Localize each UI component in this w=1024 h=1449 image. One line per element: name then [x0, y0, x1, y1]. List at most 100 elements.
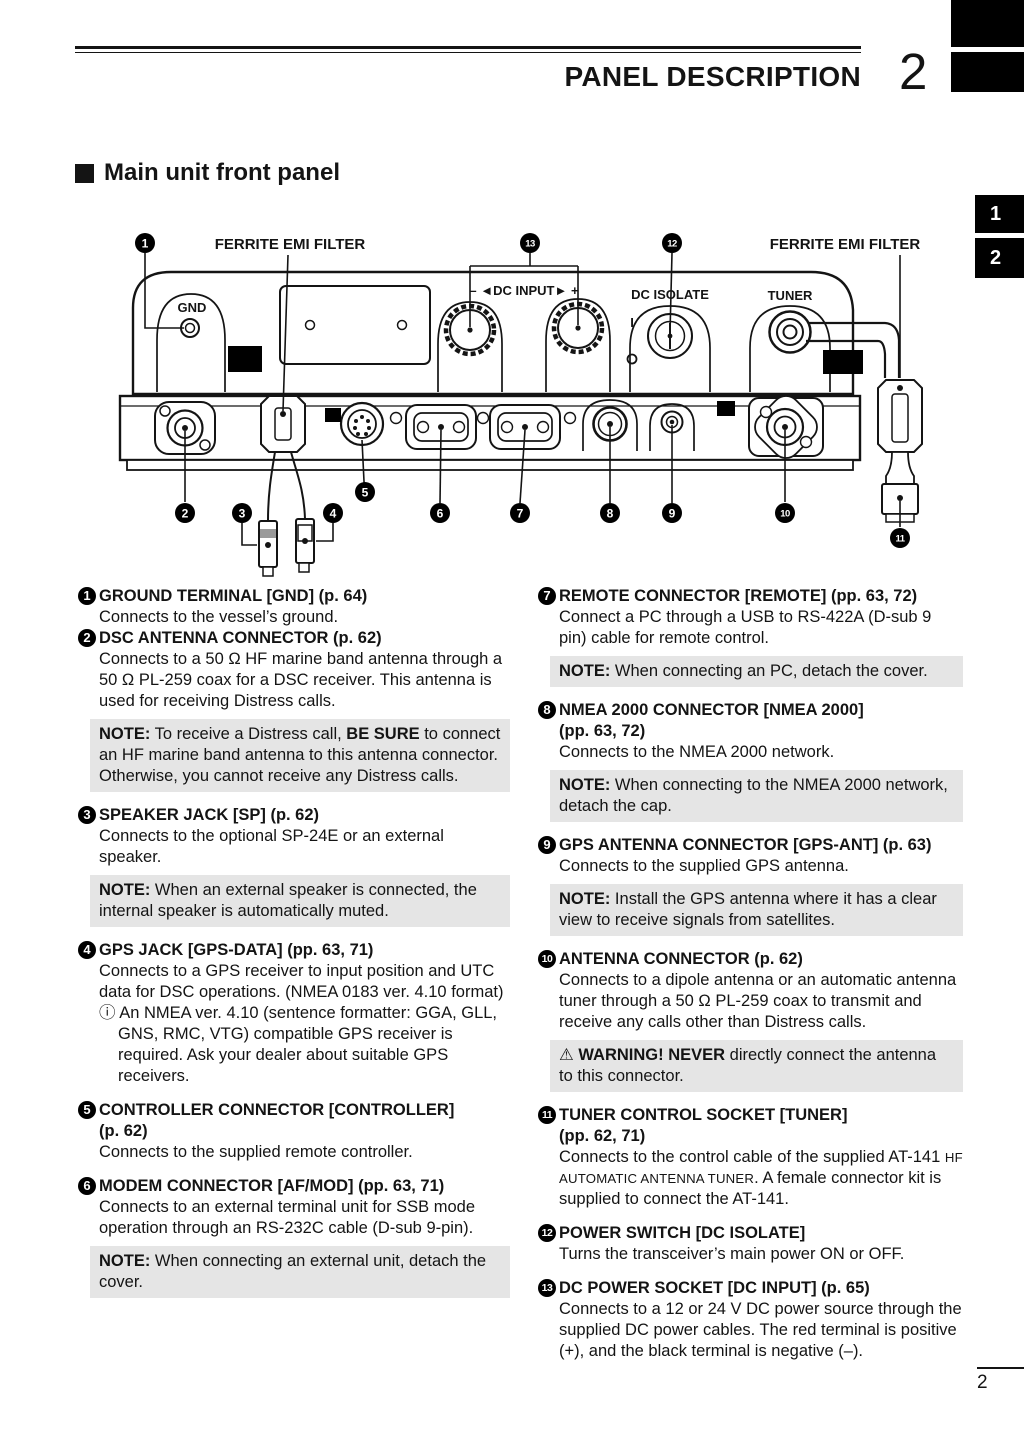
item-title: CONTROLLER CONNECTOR [CONTROLLER]: [99, 1101, 455, 1119]
info-icon: ⓘ: [99, 1004, 116, 1022]
ferrite-filter-right: [877, 379, 923, 453]
item-title: GROUND TERMINAL [GND] (p. 64): [99, 587, 368, 605]
leader-lines: [144, 252, 901, 546]
cable-clamp-left: [228, 346, 262, 372]
tuner-cable: [808, 321, 901, 378]
corner-block-top: [951, 0, 1024, 47]
item-title: REMOTE CONNECTOR [REMOTE] (pp. 63, 72): [559, 587, 918, 605]
item-number: 4: [78, 941, 96, 959]
item-number: 11: [538, 1106, 556, 1124]
item-title: DSC ANTENNA CONNECTOR (p. 62): [99, 629, 382, 647]
corner-block-bottom: [951, 52, 1024, 92]
diagram-callouts: 1 13 12 2 3 4 5 6 7 8 9 10 11: [135, 233, 910, 548]
item-body: Connects to the supplied remote controll…: [99, 1143, 413, 1161]
section-heading: Main unit front panel: [75, 159, 340, 187]
item-title: SPEAKER JACK [SP] (p. 62): [99, 806, 320, 824]
item-title: GPS ANTENNA CONNECTOR [GPS-ANT] (p. 63): [559, 836, 932, 854]
item-title-2: (pp. 62, 71): [559, 1127, 646, 1145]
item-number: 12: [538, 1224, 556, 1242]
note-box: NOTE: To receive a Distress call, BE SUR…: [90, 719, 510, 792]
item-body: Connects to a 50 Ω HF marine band antenn…: [99, 650, 503, 710]
item-number: 1: [78, 587, 96, 605]
gnd-label: GND: [178, 300, 207, 315]
item-number: 9: [538, 836, 556, 854]
item-number: 5: [78, 1101, 96, 1119]
tuner-socket: [768, 310, 812, 354]
item-number: 6: [78, 1177, 96, 1195]
tuner-label: TUNER: [768, 288, 813, 303]
item-body: Connects to the vessel’s ground.: [99, 608, 339, 626]
item-number: 10: [538, 950, 556, 968]
tray-grille-right: [717, 401, 735, 416]
footer-rule: [977, 1367, 1024, 1369]
speaker-cable: [267, 451, 276, 522]
callout-6: 6: [437, 507, 444, 521]
rear-panel-diagram: GND – ◄DC INPUT► + DC ISOLATE I: [118, 233, 923, 577]
tuner-cable-plug: [881, 451, 919, 523]
section-heading-label: Main unit front panel: [104, 159, 340, 186]
ferrite-label-right: FERRITE EMI FILTER: [770, 236, 921, 253]
item-title: NMEA 2000 CONNECTOR [NMEA 2000]: [559, 701, 864, 719]
warning-box: ⚠ WARNING! NEVER directly connect the an…: [550, 1040, 963, 1092]
modem-connector: [405, 404, 477, 450]
callout-8: 8: [607, 507, 614, 521]
item-title: GPS JACK [GPS-DATA] (pp. 63, 71): [99, 941, 374, 959]
item-number: 3: [78, 806, 96, 824]
item-body: Connect a PC through a USB to RS-422A (D…: [559, 608, 932, 647]
item-number: 8: [538, 701, 556, 719]
gps-cable: [290, 451, 306, 520]
item-number: 2: [78, 629, 96, 647]
power-on-mark: I: [630, 315, 634, 330]
square-bullet-icon: [75, 163, 94, 183]
controller-connector: [339, 401, 385, 447]
callout-2: 2: [182, 507, 189, 521]
callout-3: 3: [239, 507, 246, 521]
callout-1: 1: [142, 237, 149, 251]
header-rule-thin: [75, 52, 861, 53]
page-title: PANEL DESCRIPTION: [564, 61, 861, 92]
speaker-plug: [258, 520, 278, 577]
dc-input-terminal-plus: [551, 301, 605, 355]
item-title: ANTENNA CONNECTOR (p. 62): [559, 950, 803, 968]
note-box: NOTE: When an external speaker is connec…: [90, 875, 510, 927]
item-title: MODEM CONNECTOR [AF/MOD] (pp. 63, 71): [99, 1177, 445, 1195]
callout-4: 4: [330, 507, 337, 521]
page-number: 2: [977, 1372, 988, 1393]
panel-screws: [389, 411, 577, 425]
item-body: Connects to an external terminal unit fo…: [99, 1198, 476, 1237]
item-body: Connects to the supplied GPS antenna.: [559, 857, 849, 875]
item-body: Connects to the optional SP-24E or an ex…: [99, 827, 444, 866]
item-info: ⓘ An NMEA ver. 4.10 (sentence formatter:…: [99, 1004, 498, 1085]
note-box: NOTE: When connecting an PC, detach the …: [550, 656, 963, 687]
callout-11: 11: [895, 534, 905, 545]
item-title: TUNER CONTROL SOCKET [TUNER]: [559, 1106, 848, 1124]
small-caps-text: HF AUTOMATIC ANTENNA TUNER: [559, 1150, 963, 1186]
dc-isolate-label: DC ISOLATE: [631, 287, 709, 302]
item-body: Turns the transceiver’s main power ON or…: [559, 1245, 905, 1263]
ferrite-label-left: FERRITE EMI FILTER: [215, 236, 366, 253]
antenna-connector: [748, 395, 824, 459]
item-title: DC POWER SOCKET [DC INPUT] (p. 65): [559, 1279, 870, 1297]
chassis-base: [126, 459, 854, 471]
gps-plug: [295, 518, 315, 573]
item-title-2: (pp. 63, 72): [559, 722, 646, 740]
item-body: Connects to the NMEA 2000 network.: [559, 743, 835, 761]
item-number: 13: [538, 1279, 556, 1297]
dsc-antenna-connector: [154, 401, 216, 455]
callout-5: 5: [362, 486, 369, 500]
chapter-number: 2: [899, 43, 928, 100]
